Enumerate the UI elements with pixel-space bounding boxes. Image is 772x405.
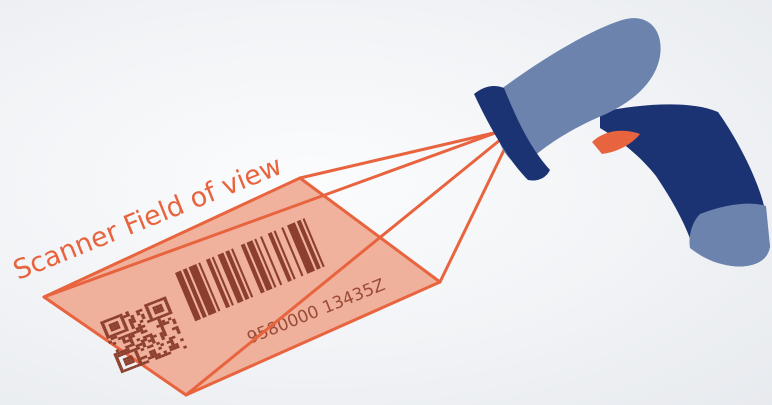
barcode-scanner-icon — [474, 18, 770, 266]
fov-ray-right — [440, 148, 505, 282]
fov-ray-top — [300, 132, 498, 178]
